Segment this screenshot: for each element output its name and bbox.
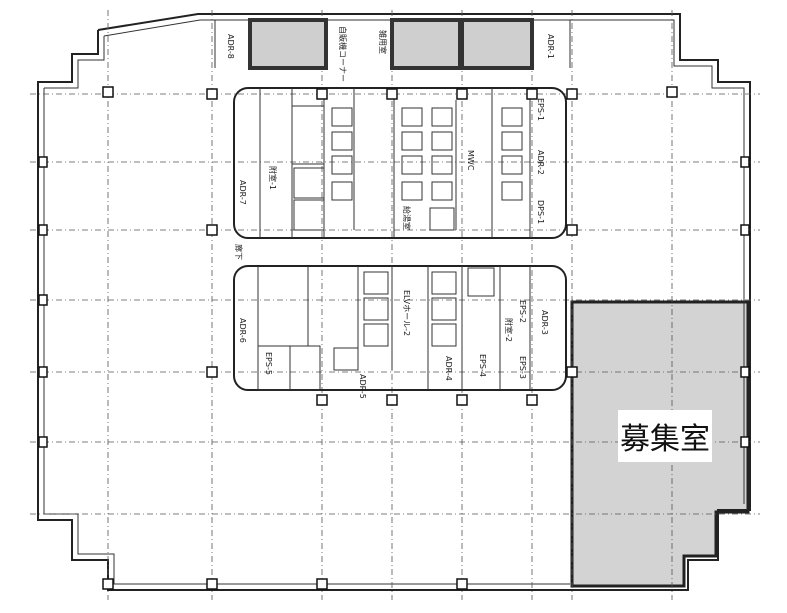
label-vending: 自販機コーナー — [338, 26, 348, 82]
label-eps5: EPS-5 — [264, 352, 273, 375]
label-adr1: ADR-1 — [546, 34, 555, 59]
columns — [38, 86, 750, 590]
label-adr2: ADR-2 — [536, 150, 545, 175]
label-corridor: 廊下 — [234, 244, 244, 260]
label-adr6: ADR-6 — [238, 318, 247, 343]
label-eps4: EPS-4 — [478, 354, 487, 377]
label-elv-hall: ELVホール-2 — [402, 290, 411, 336]
label-adr4: ADR-4 — [444, 356, 453, 381]
label-adr3: ADR-3 — [540, 310, 549, 335]
core — [233, 87, 567, 391]
label-kitchen: 給湯室 — [402, 206, 412, 230]
label-eps1: EPS-1 — [536, 98, 545, 121]
label-utility: 雑用室 — [378, 30, 388, 54]
label-mwc: MWC — [466, 150, 475, 171]
top-rooms — [214, 18, 571, 70]
label-anteroom2: 附室-2 — [504, 318, 514, 342]
label-adr8: ADR-8 — [226, 34, 235, 59]
building-outline — [37, 13, 751, 591]
vacant-room-label: 募集室 — [618, 410, 712, 462]
label-anteroom1: 附室-1 — [268, 166, 278, 190]
label-eps3: EPS-3 — [518, 356, 527, 379]
label-adr7: ADR-7 — [238, 180, 247, 205]
room-labels: ADR-8 自販機コーナー 雑用室 ADR-1 EPS-1 ADR-2 DPS-… — [226, 26, 555, 399]
label-dps1: DPS-1 — [536, 200, 545, 224]
label-eps2: EPS-2 — [518, 300, 527, 323]
label-adr5: ADR-5 — [358, 374, 367, 399]
